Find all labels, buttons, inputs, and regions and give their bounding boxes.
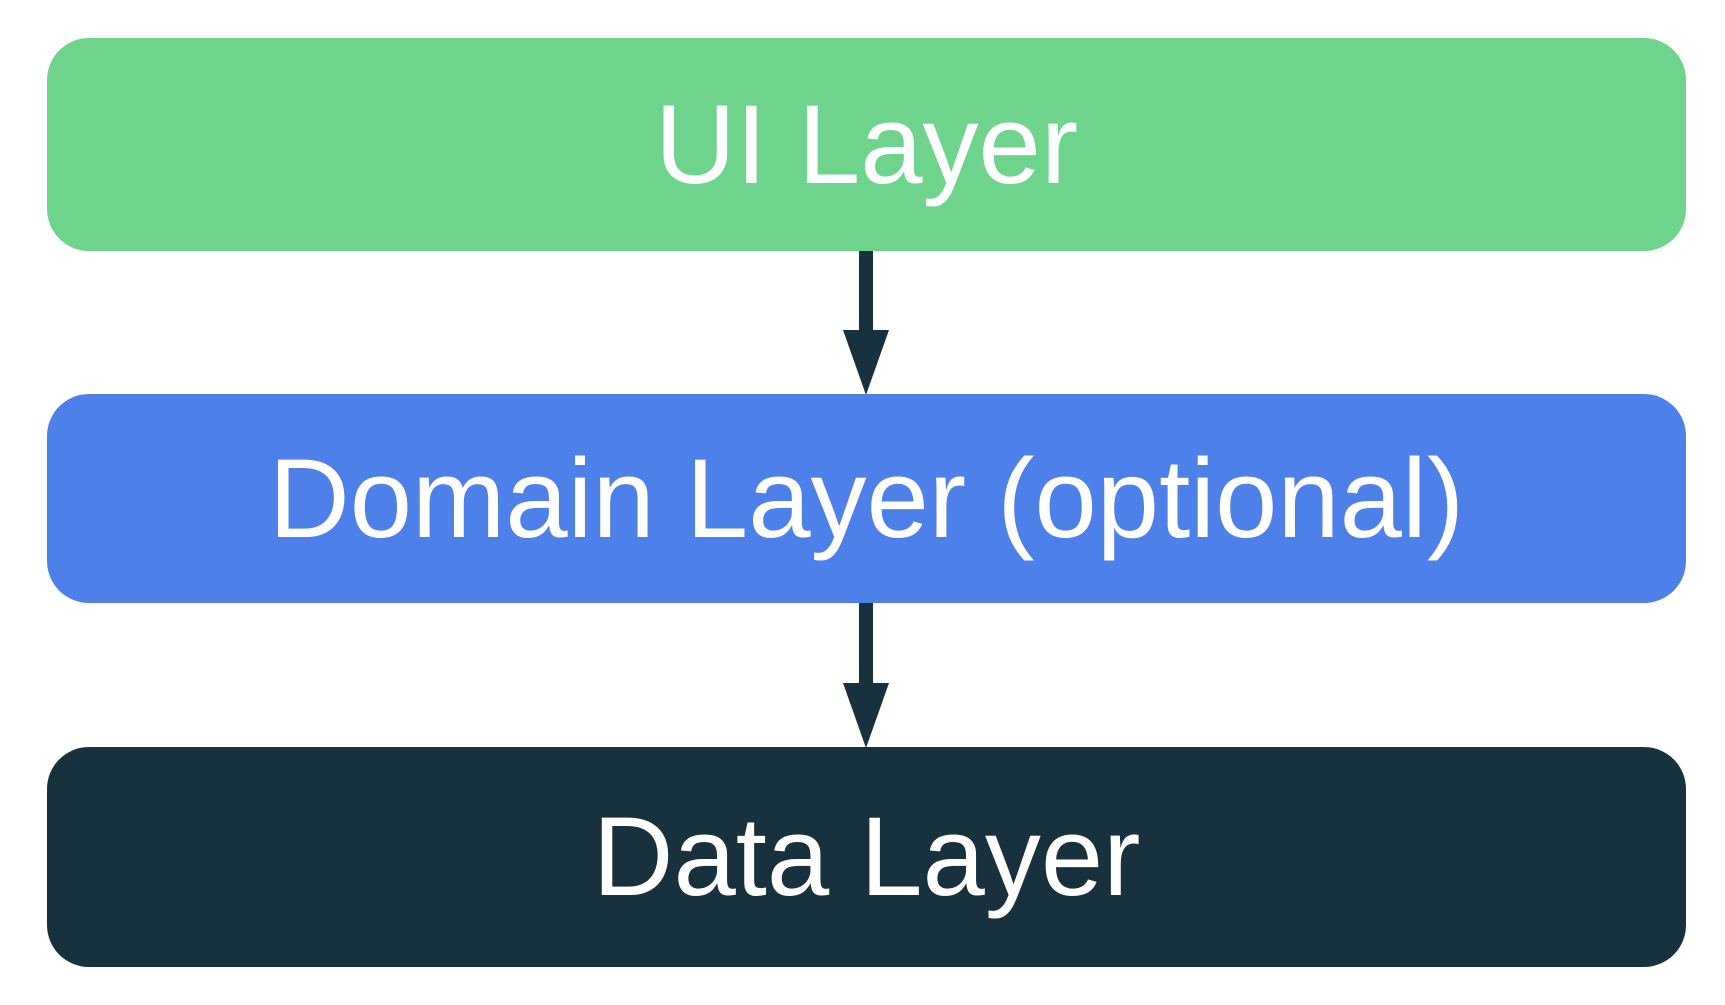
arrow-head [843,683,889,748]
arrow-down-icon [842,603,890,748]
arrow-shaft [859,251,873,337]
data-layer-label: Data Layer [592,794,1141,919]
ui-layer-box: UI Layer [47,38,1686,251]
data-layer-box: Data Layer [47,747,1686,967]
arrow-shaft [859,603,873,690]
domain-layer-label: Domain Layer (optional) [268,435,1465,561]
domain-layer-box: Domain Layer (optional) [47,394,1686,603]
arrow-down-icon [842,251,890,395]
ui-layer-label: UI Layer [654,81,1079,207]
arrow-head [843,330,889,395]
